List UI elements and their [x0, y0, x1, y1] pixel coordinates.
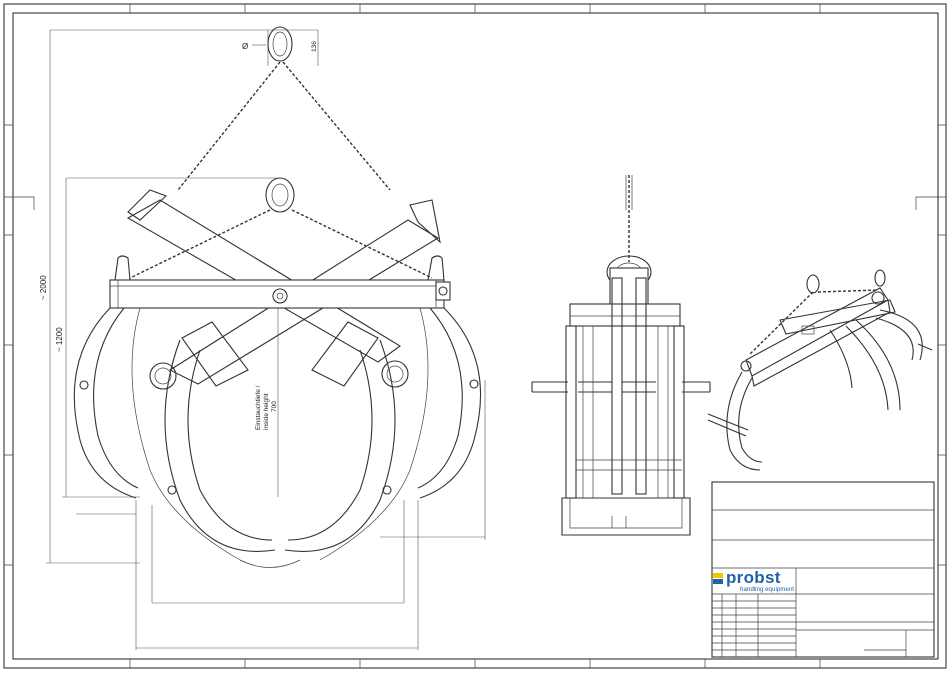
- side-view: [532, 175, 710, 535]
- eye-height-label: 136: [311, 41, 318, 52]
- pivot-discs: [80, 361, 478, 494]
- inside-height-label-en: inside height: [263, 393, 270, 430]
- isometric-view: [708, 270, 932, 470]
- inside-height-label-de: Einstauchtiefe /: [255, 385, 262, 430]
- front-view: ~ 2000 136 Ø ~ 1200 Einstauchtiefe / ins…: [39, 27, 485, 650]
- diameter-symbol: Ø: [242, 42, 248, 51]
- inside-height-value: 700: [271, 401, 278, 412]
- sheet-border: [4, 4, 946, 668]
- brand-name: probst: [726, 569, 781, 587]
- top-beam: [110, 256, 450, 308]
- probst-logo: probst handling equipment: [712, 569, 796, 593]
- brand-tagline: handling equipment: [740, 586, 794, 593]
- middle-lifting-eye: [266, 178, 294, 212]
- top-lifting-eye: [268, 27, 292, 61]
- frame-height-label: ~ 1200: [55, 327, 64, 352]
- grab-jaws: [74, 308, 480, 568]
- logo-mark-icon: [713, 573, 723, 584]
- dim-inside-height: Einstauchtiefe / inside height 700: [255, 300, 278, 497]
- overall-height-label: ~ 2000: [39, 275, 48, 300]
